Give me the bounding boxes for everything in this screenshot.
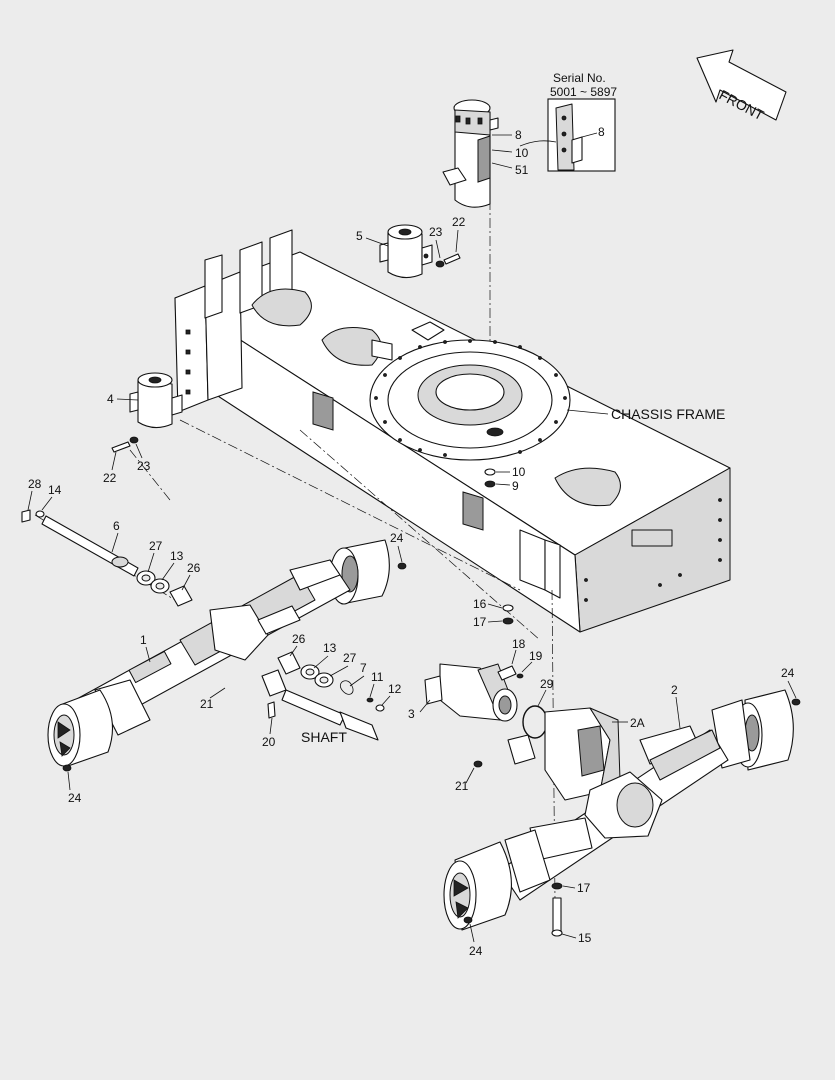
bearing-bolts [374,339,567,457]
callout-2: 2 [671,683,678,697]
callout-15: 15 [578,931,592,945]
rear-axle: 2 24 17 15 24 [443,666,801,958]
callout-24d: 24 [469,944,483,958]
callout-21b: 21 [455,779,469,793]
shaft-group: 26 13 27 7 11 12 20 SHAFT [261,632,402,749]
callout-2A: 2A [630,716,645,730]
nut-group-9-10: 10 9 [484,465,526,493]
serial-title: Serial No. [553,71,606,85]
callout-4: 4 [107,392,114,406]
callout-23a: 23 [429,225,443,239]
callout-14: 14 [48,483,62,497]
callout-18: 18 [512,637,526,651]
callout-24a: 24 [390,531,404,545]
serial-inset: Serial No. 5001 ~ 5897 8 [519,71,617,172]
pin-group: 28 14 6 27 13 26 [21,477,201,607]
callout-1: 1 [140,633,147,647]
callout-5: 5 [356,229,363,243]
chassis-frame: CHASSIS FRAME [174,229,731,633]
callout-12: 12 [388,682,402,696]
callout-22a: 22 [452,215,466,229]
front-arrow: FRONT [696,49,787,123]
support-4: 4 22 23 [103,372,183,485]
callout-27b: 27 [343,651,357,665]
callout-51: 51 [515,163,529,177]
callout-10b: 10 [512,465,526,479]
shaft-label: SHAFT [301,729,347,745]
rear-drive-group: 16 17 18 19 3 29 2A 21 [408,597,645,801]
callout-13a: 13 [170,549,184,563]
callout-7: 7 [360,661,367,675]
callout-23b: 23 [137,459,151,473]
callout-17a: 17 [473,615,487,629]
swivel-joint: 8 10 51 [442,99,529,470]
callout-27a: 27 [149,539,163,553]
callout-24b: 24 [68,791,82,805]
callout-16: 16 [473,597,487,611]
front-axle: 1 24 21 24 [47,531,407,805]
callout-6: 6 [113,519,120,533]
callout-17b: 17 [577,881,591,895]
callout-3: 3 [408,707,415,721]
callout-9: 9 [512,479,519,493]
callout-24c: 24 [781,666,795,680]
serial-range: 5001 ~ 5897 [550,85,617,99]
callout-26a: 26 [187,561,201,575]
callout-22b: 22 [103,471,117,485]
callout-8a: 8 [515,128,522,142]
callout-11: 11 [371,670,384,684]
callout-20: 20 [262,735,276,749]
support-5: 5 23 22 [356,215,466,279]
callout-10a: 10 [515,146,529,160]
callout-21a: 21 [200,697,214,711]
callout-28: 28 [28,477,42,491]
callout-8b: 8 [598,125,605,139]
callout-13b: 13 [323,641,337,655]
callout-26b: 26 [292,632,306,646]
callout-29: 29 [540,677,554,691]
callout-19: 19 [529,649,543,663]
chassis-frame-label: CHASSIS FRAME [611,406,725,422]
